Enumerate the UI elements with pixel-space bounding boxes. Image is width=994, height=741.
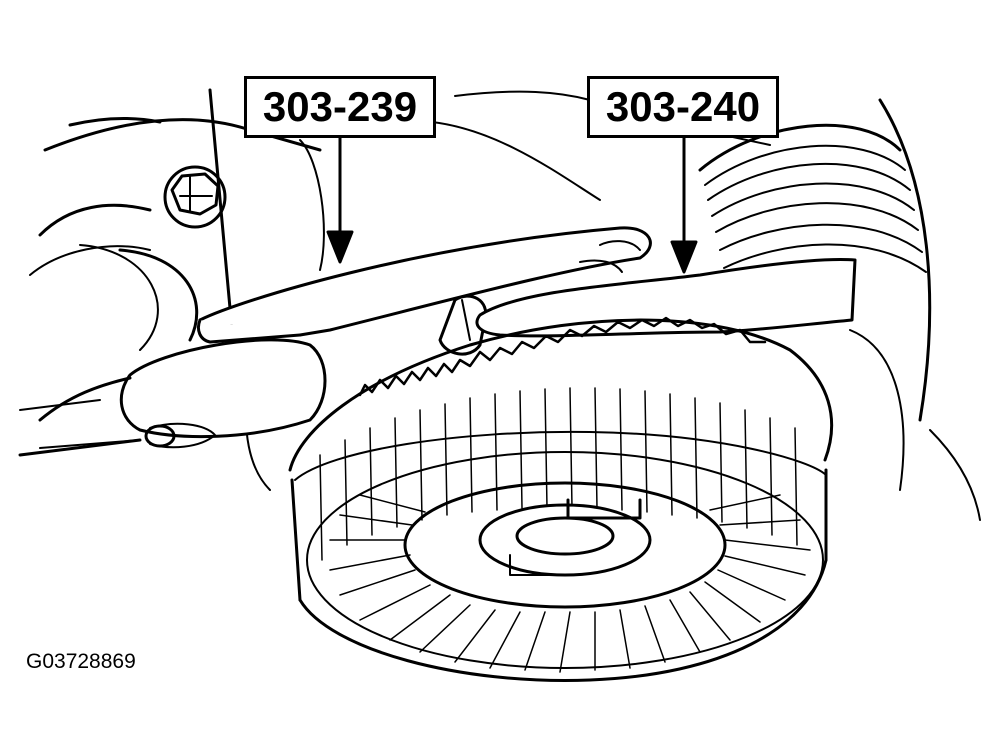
toothed-sprocket: [288, 316, 833, 682]
tool-303-239: [38, 226, 652, 449]
leader-303-239: [326, 132, 354, 264]
figure-id: G03728869: [26, 650, 136, 673]
leader-303-240: [670, 132, 698, 274]
callout-303-240: 303-240: [587, 76, 779, 138]
tool-303-240: [475, 240, 857, 338]
callout-303-239: 303-239: [244, 76, 436, 138]
bolt-icon: [163, 165, 227, 229]
